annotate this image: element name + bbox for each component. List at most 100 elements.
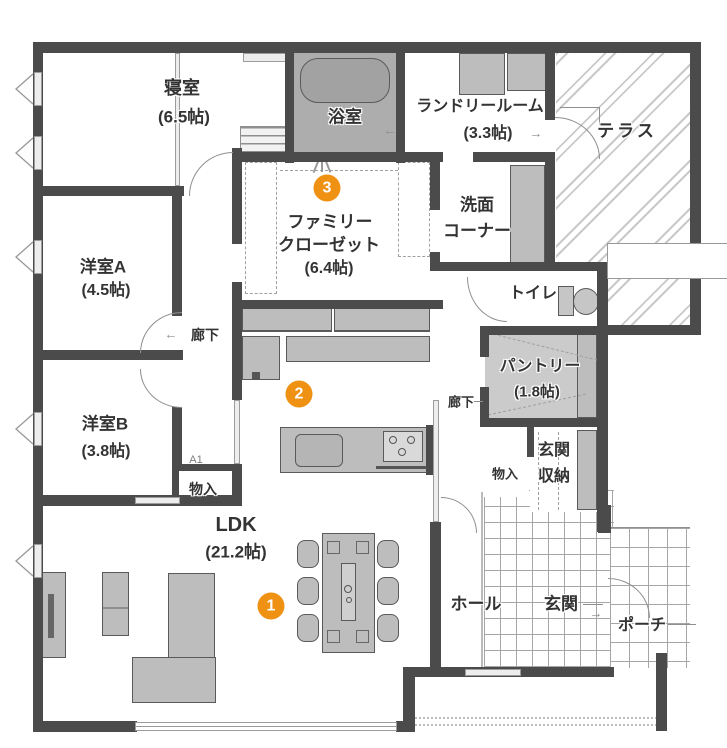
table-centerpiece [344, 585, 352, 593]
half-wall-line [433, 400, 439, 522]
porch-label: ポーチ [617, 617, 667, 634]
stove-burner [398, 448, 406, 456]
porch-edge-line [610, 527, 690, 528]
bedroom-label: 寝室 [164, 78, 200, 98]
side-shelf [102, 572, 129, 636]
toilet-tank [558, 286, 574, 316]
wall [430, 522, 441, 675]
bedroom-partition-line [175, 53, 180, 186]
door-arc [189, 152, 233, 196]
place-setting [327, 630, 340, 643]
wall [545, 42, 555, 120]
dining-chair [377, 614, 399, 642]
vanity-counter [510, 165, 545, 265]
dining-chair [297, 577, 319, 605]
wall [33, 42, 43, 732]
marker-1: 1 [257, 592, 285, 620]
bath-label: 浴室 [328, 107, 362, 127]
wall [480, 335, 489, 357]
wall [232, 282, 242, 310]
window [34, 136, 42, 170]
entrance-tile-floor [484, 490, 614, 667]
counter-edge-line [376, 466, 427, 469]
wall [232, 148, 242, 244]
entrance-storage-label-line1: 玄関 [537, 442, 571, 459]
marker-2: 2 [285, 380, 313, 408]
island-end-panel [426, 425, 433, 475]
wall [285, 42, 294, 163]
window [135, 497, 180, 504]
place-setting [356, 630, 369, 643]
hanger-tick [321, 159, 323, 172]
dining-chair [297, 614, 319, 642]
ldk-sliding-window [135, 722, 397, 731]
sofa-chaise [132, 657, 216, 703]
western-room-a-label: 洋室A [79, 257, 127, 277]
table-centerpiece [346, 597, 352, 603]
door-arc [441, 497, 477, 533]
hall-label: ホール [450, 594, 502, 614]
wall [598, 505, 611, 533]
leader-line [583, 604, 603, 605]
corridor-right-label: 廊下 [447, 394, 475, 410]
hanger-pipe-line [280, 170, 398, 171]
western-room-a-size: (4.5帖) [81, 282, 131, 299]
wall [172, 464, 179, 506]
arrow-right-icon: → [589, 605, 603, 621]
wall [172, 196, 182, 316]
closet-hanger-zone [245, 162, 277, 294]
bathtub [300, 58, 390, 103]
sofa-seat [168, 573, 215, 661]
casement-window-icon [15, 137, 34, 169]
leader-line [560, 107, 600, 108]
pantry-label: パントリー [499, 358, 581, 375]
bedroom-closet-window [243, 53, 288, 62]
arrow-right-icon: → [529, 125, 543, 141]
storage-right-floor [484, 427, 529, 497]
casement-window-icon [15, 413, 34, 445]
washroom-label-line1: 洗面 [460, 195, 494, 215]
wall [237, 300, 443, 309]
hall-window [465, 669, 521, 676]
laundry-size: (3.3帖) [463, 125, 513, 142]
leader-line [668, 624, 696, 625]
place-setting [356, 541, 369, 554]
wall [597, 262, 608, 532]
kitchen-back-counter [286, 336, 430, 362]
wall [656, 653, 667, 731]
entrance-label: 玄関 [544, 594, 578, 614]
pantry-size: (1.8帖) [514, 383, 560, 401]
wall [172, 407, 182, 470]
wall [600, 325, 701, 335]
wall [527, 427, 534, 457]
family-closet-label-line1: ファミリー [287, 212, 373, 232]
leader-line [599, 107, 600, 125]
wall [33, 721, 137, 732]
terrace-label: テラス [597, 121, 657, 141]
kitchen-appliance [252, 372, 260, 380]
leader-line [469, 401, 483, 402]
casement-window-icon [15, 241, 34, 273]
wall [430, 160, 440, 210]
storage-dashed-line [538, 432, 539, 510]
wall [396, 42, 405, 163]
place-setting [327, 541, 340, 554]
ldk-size: (21.2帖) [205, 542, 267, 562]
eaves-dotted-line [415, 724, 657, 726]
wall [545, 153, 555, 271]
entrance-storage-label-line2: 収納 [537, 468, 571, 485]
stove [383, 431, 423, 462]
bedroom-size: (6.5帖) [158, 107, 210, 127]
exterior-structure [607, 243, 727, 279]
laundry-label: ランドリールーム [416, 98, 544, 115]
toilet-label: トイレ [508, 285, 558, 302]
stove-burner [407, 436, 415, 444]
corridor-left-label: 廊下 [191, 327, 219, 343]
sliding-door-line [234, 400, 240, 464]
dining-chair [297, 540, 319, 568]
kitchen-corner-counter [242, 336, 280, 380]
wall [480, 326, 605, 335]
door-arc [140, 369, 182, 408]
kitchen-sink [295, 434, 343, 467]
